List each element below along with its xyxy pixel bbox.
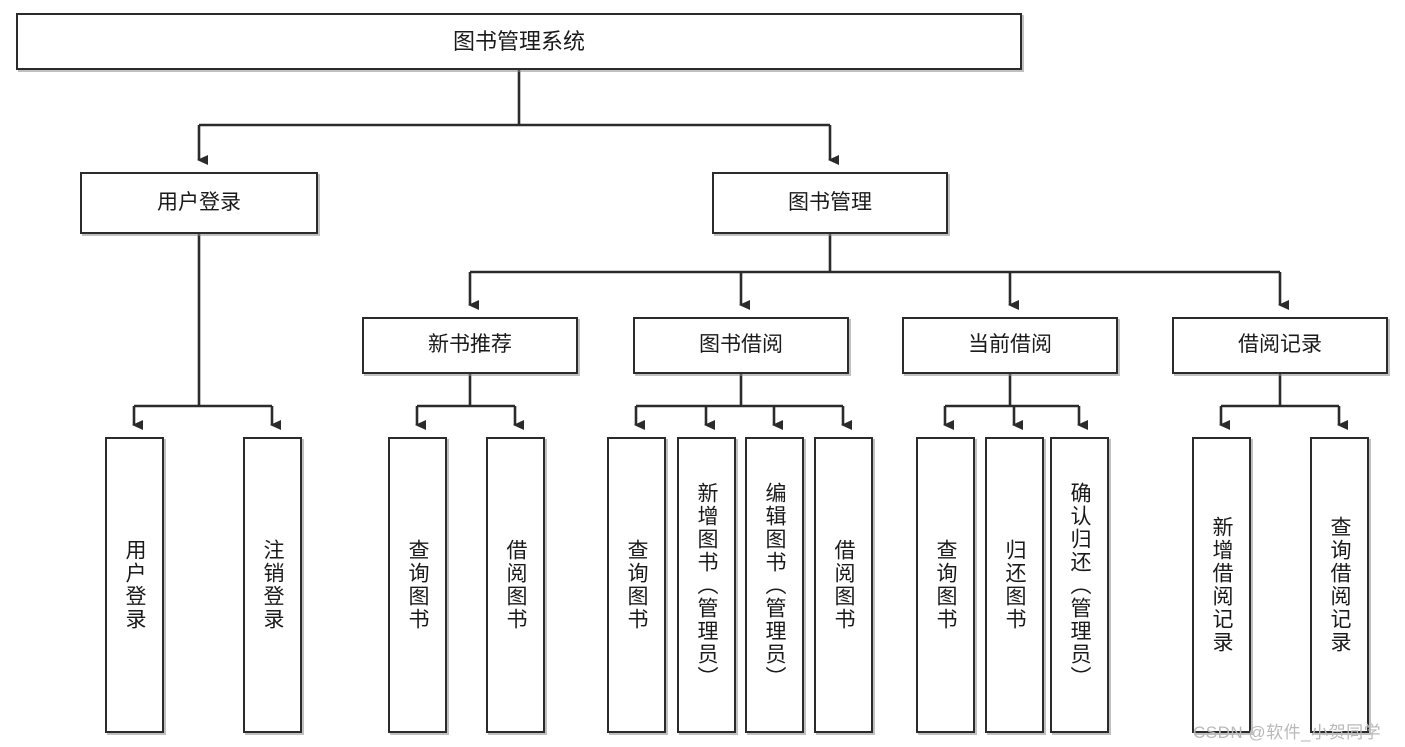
node-leaf-borrow-edit[interactable]: 编辑图书（管理员） [745,437,804,733]
node-leaf-cur-query-label: 查询图书 [934,539,957,631]
node-book-manage-label: 图书管理 [788,190,872,214]
node-leaf-borrow-query-label: 查询图书 [625,539,648,631]
node-leaf-user-logout-label: 注销登录 [261,539,284,631]
node-leaf-user-login-label: 用户登录 [123,539,146,631]
node-leaf-cur-query[interactable]: 查询图书 [916,437,975,733]
node-leaf-cur-confirm[interactable]: 确认归还（管理员） [1050,437,1109,733]
node-borrow-record-label: 借阅记录 [1238,333,1322,357]
node-leaf-rec-borrow[interactable]: 借阅图书 [486,437,545,733]
node-leaf-rec-query-label: 查询图书 [406,539,429,631]
node-leaf-borrow-add[interactable]: 新增图书（管理员） [677,437,736,733]
node-current-borrow-label: 当前借阅 [968,333,1052,357]
node-current-borrow[interactable]: 当前借阅 [902,317,1118,374]
node-leaf-cur-confirm-label: 确认归还（管理员） [1068,481,1091,689]
node-leaf-rec-borrow-label: 借阅图书 [504,539,527,631]
node-leaf-cur-return[interactable]: 归还图书 [985,437,1044,733]
node-leaf-borrow-query[interactable]: 查询图书 [607,437,666,733]
csdn-watermark: CSDN @软件_小贺同学 [1193,723,1382,742]
node-leaf-borrow-edit-label: 编辑图书（管理员） [763,481,786,689]
node-leaf-cur-return-label: 归还图书 [1003,539,1026,631]
node-leaf-borrow-lend-label: 借阅图书 [832,539,855,631]
node-new-book-rec[interactable]: 新书推荐 [362,317,578,374]
node-leaf-rec-search[interactable]: 查询借阅记录 [1310,437,1369,733]
node-leaf-rec-add[interactable]: 新增借阅记录 [1192,437,1251,733]
node-new-book-rec-label: 新书推荐 [428,333,512,357]
node-leaf-rec-add-label: 新增借阅记录 [1210,516,1233,654]
node-book-manage[interactable]: 图书管理 [712,172,948,234]
node-leaf-rec-query[interactable]: 查询图书 [388,437,447,733]
node-borrow-record[interactable]: 借阅记录 [1172,317,1388,374]
node-root[interactable]: 图书管理系统 [16,13,1022,70]
node-root-label: 图书管理系统 [452,28,585,54]
node-leaf-borrow-add-label: 新增图书（管理员） [695,481,718,689]
node-leaf-borrow-lend[interactable]: 借阅图书 [814,437,873,733]
node-user-login-label: 用户登录 [157,190,241,214]
node-user-login[interactable]: 用户登录 [80,172,318,234]
node-leaf-user-logout[interactable]: 注销登录 [243,437,302,733]
node-leaf-user-login[interactable]: 用户登录 [105,437,164,733]
node-book-borrow[interactable]: 图书借阅 [633,317,849,374]
node-book-borrow-label: 图书借阅 [699,333,783,357]
node-leaf-rec-search-label: 查询借阅记录 [1328,516,1351,654]
